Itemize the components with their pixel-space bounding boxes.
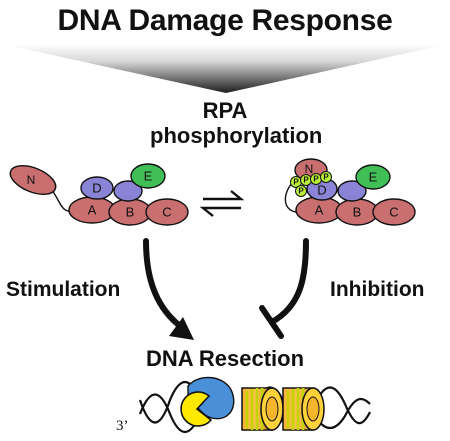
left-subunit-n [9, 164, 57, 196]
phospho-marker [295, 185, 307, 197]
rpa-phosphorylation-label: RPA phosphorylation [150, 98, 323, 148]
rpa-label-line2: phosphorylation [150, 123, 323, 148]
left-subunit-e [130, 163, 166, 189]
nucleosome-face-inner [306, 396, 320, 422]
phospho-label: P [303, 176, 309, 185]
phospho-cluster: P P P P P [290, 171, 332, 197]
stimulation-label: Stimulation [6, 278, 121, 301]
nucleosome-2 [282, 387, 325, 431]
funnel-arrow [2, 44, 448, 93]
right-label-b: B [353, 205, 362, 220]
right-rpa-complex: A B C D E N P P P P P [284, 158, 416, 226]
rpa-label-line1: RPA [202, 98, 248, 123]
left-subunit-d [80, 176, 114, 200]
stimulation-arrow [143, 238, 183, 329]
right-label-e: E [369, 170, 378, 185]
left-label-n: N [27, 173, 36, 187]
equilibrium-arrows [199, 190, 245, 217]
dna-resection-label: DNA Resection [145, 346, 305, 371]
left-label-a: A [88, 203, 97, 218]
forward-half-arrow [203, 190, 245, 201]
right-subunit-e [355, 164, 391, 190]
left-subunit-c [145, 198, 189, 226]
phospho-marker [320, 171, 332, 183]
nuclease-pacman [180, 391, 213, 427]
left-rpa-complex: N A B C D E [9, 163, 189, 226]
left-label-c: C [162, 205, 171, 220]
left-label-d: D [92, 181, 101, 196]
inhibition-bar [259, 305, 284, 339]
nucleosome-face-inner [265, 396, 279, 422]
nuclease-complex [180, 376, 235, 427]
stimulation-arrowhead [169, 317, 194, 340]
inhibition-arrow [269, 238, 309, 325]
diagram-title: DNA Damage Response [57, 4, 393, 37]
phospho-label: P [313, 175, 319, 184]
reverse-half-arrow [199, 206, 241, 217]
left-label-b: B [126, 205, 135, 220]
dna-strand-1 [138, 393, 202, 434]
right-subunit-c [372, 198, 416, 226]
right-label-a: A [315, 203, 324, 218]
right-label-c: C [389, 205, 398, 220]
phospho-label: P [293, 178, 299, 187]
left-subunit-d2 [113, 180, 143, 202]
phospho-label: P [323, 173, 329, 182]
inhibition-label: Inhibition [330, 278, 425, 301]
phospho-label: P [298, 187, 304, 196]
right-label-d: D [317, 183, 326, 198]
right-subunit-d2 [337, 180, 367, 202]
right-label-n: N [305, 162, 314, 176]
three-prime-end-label: 3’ [116, 418, 129, 434]
left-label-e: E [144, 169, 153, 184]
nucleosome-1 [241, 387, 284, 431]
